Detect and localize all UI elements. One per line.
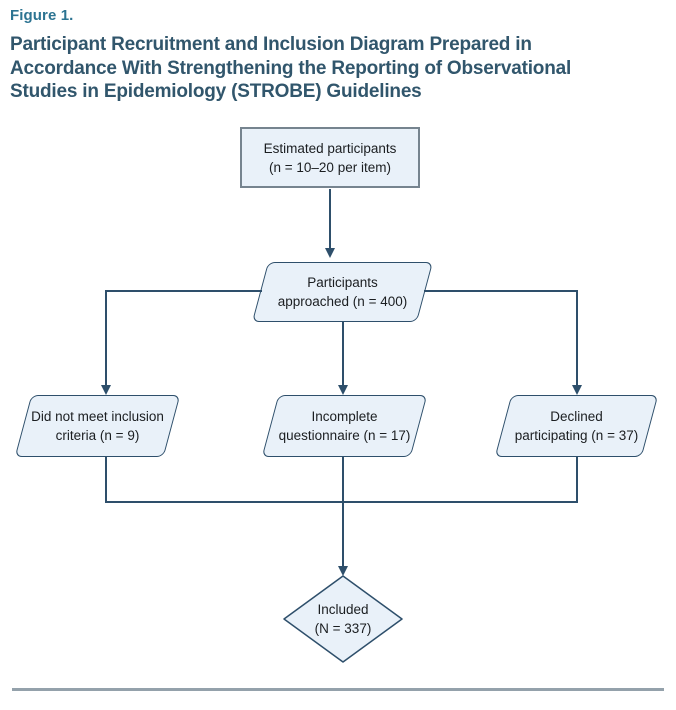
arrowhead-down-icon	[337, 385, 348, 395]
node-label-line: participating (n = 37)	[514, 428, 639, 443]
figure-number-label: Figure 1.	[10, 7, 74, 24]
node-label-line: Did not meet inclusion	[31, 409, 164, 424]
connector-branch-right-horizontal	[424, 290, 578, 292]
node-label-line: (n = 10–20 per item)	[269, 159, 391, 175]
diamond-shape	[283, 575, 403, 663]
connector-merge-horizontal	[105, 501, 578, 503]
node-label-line: Included	[317, 602, 369, 617]
node-incomplete-questionnaire: Incomplete questionnaire (n = 17)	[261, 395, 428, 457]
node-estimated-participants: Estimated participants (n = 10–20 per it…	[240, 127, 420, 188]
connector-estimated-to-approached	[329, 189, 331, 249]
figure-title: Participant Recruitment and Inclusion Di…	[10, 33, 571, 104]
arrowhead-down-icon	[324, 248, 335, 258]
connector-notmeet-down	[105, 457, 107, 503]
node-label-line: approached (n = 400)	[277, 294, 408, 309]
connector-branch-left-horizontal	[106, 290, 262, 292]
node-included: Included (N = 337)	[283, 575, 403, 663]
node-label-line: Declined	[550, 409, 603, 424]
connector-approached-to-incomplete	[342, 322, 344, 386]
node-label-line: (N = 337)	[314, 621, 372, 636]
connector-approached-to-notmeet	[105, 290, 107, 386]
node-label-line: Estimated participants	[263, 140, 397, 156]
arrowhead-down-icon	[100, 385, 111, 395]
connector-merge-to-included	[342, 457, 344, 567]
node-participants-approached: Participants approached (n = 400)	[251, 262, 434, 322]
node-label-line: criteria (n = 9)	[55, 428, 140, 443]
node-label-line: questionnaire (n = 17)	[278, 428, 411, 443]
node-declined-participating: Declined participating (n = 37)	[494, 395, 659, 457]
node-did-not-meet-criteria: Did not meet inclusion criteria (n = 9)	[14, 395, 181, 457]
connector-approached-to-declined	[576, 290, 578, 386]
figure-title-line: Accordance With Strengthening the Report…	[10, 57, 572, 79]
figure-title-line: Participant Recruitment and Inclusion Di…	[10, 34, 532, 55]
bottom-divider	[12, 688, 664, 691]
figure-title-line: Studies in Epidemiology (STROBE) Guideli…	[10, 81, 422, 102]
node-label-line: Incomplete	[311, 409, 378, 424]
arrowhead-down-icon	[337, 566, 348, 576]
node-label-line: Participants	[307, 275, 378, 290]
arrowhead-down-icon	[571, 385, 582, 395]
connector-declined-down	[576, 457, 578, 503]
